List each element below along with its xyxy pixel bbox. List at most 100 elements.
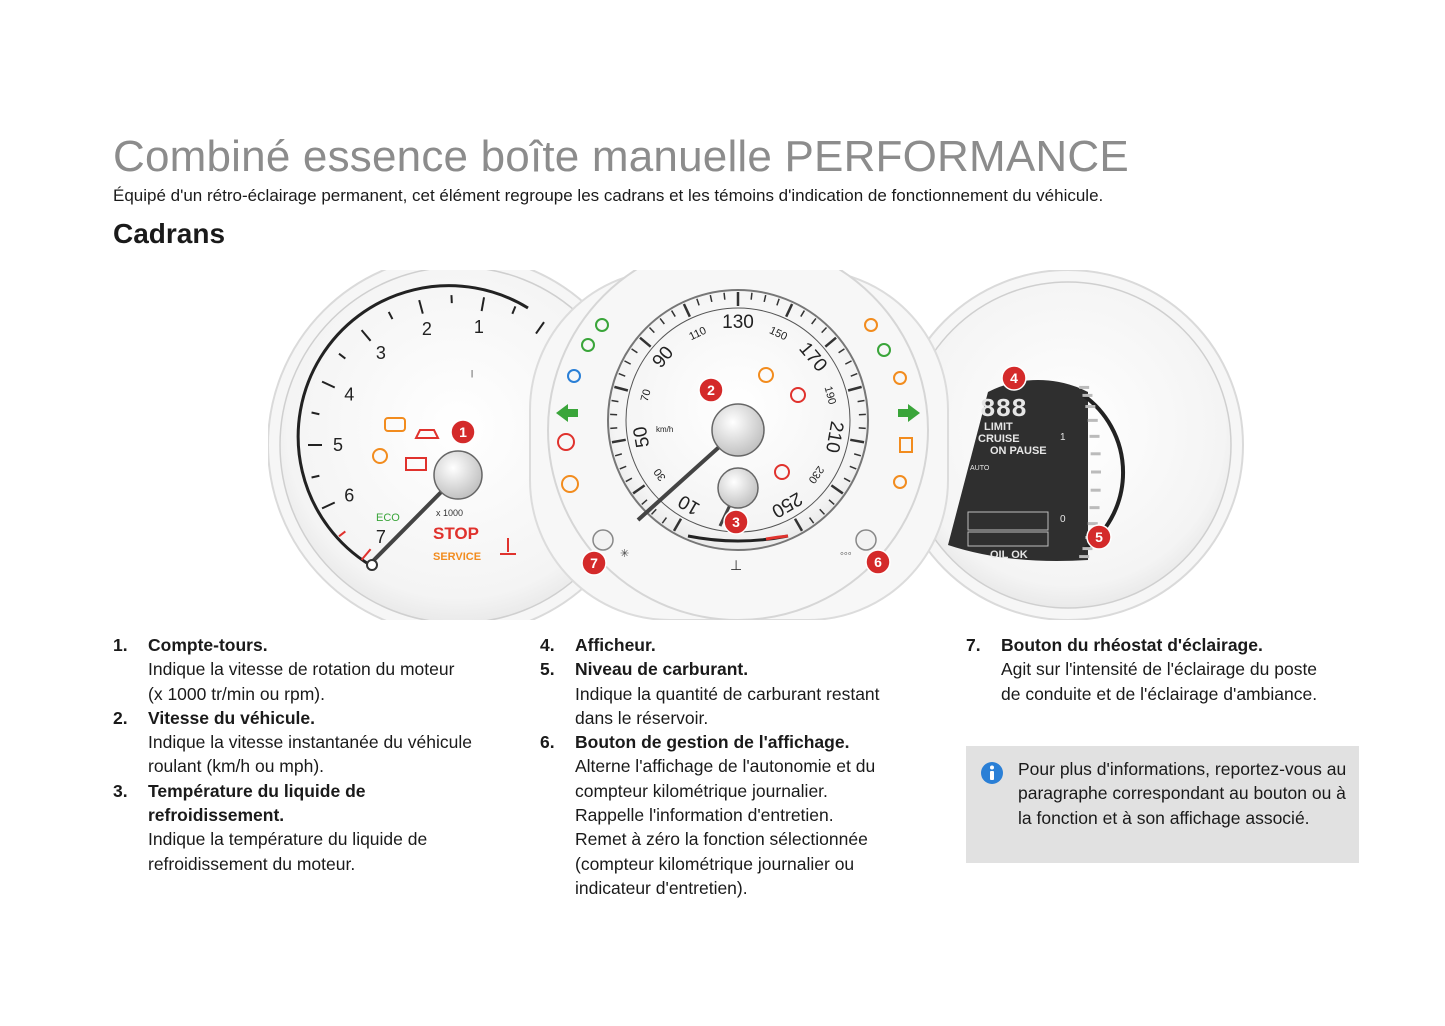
speed-tick: [776, 298, 780, 306]
tach-label: 4: [344, 384, 354, 404]
speed-tick: [624, 360, 632, 365]
eco-label: ECO: [376, 512, 400, 524]
speed-tick: [625, 477, 633, 483]
limit-label: LIMIT: [984, 421, 1013, 433]
legend-column-3: 7.Bouton du rhéostat d'éclairage.Agit su…: [966, 633, 1366, 706]
legend-item: 2.Vitesse du véhicule.Indique la vitesse…: [113, 706, 513, 779]
onpause-label: ON PAUSE: [990, 445, 1047, 457]
tach-label: 3: [376, 343, 386, 363]
seatbelt-warning-icon: [790, 387, 806, 403]
legend-item: 4.Afficheur.: [540, 633, 940, 657]
info-note: Pour plus d'informations, reportez-vous …: [966, 746, 1359, 863]
callout-6: 6: [865, 549, 891, 575]
page-title: Combiné essence boîte manuelle PERFORMAN…: [113, 132, 1129, 181]
rear-fog-icon: [864, 318, 878, 332]
fuel-gauge-low: 0: [1060, 514, 1066, 525]
speed-label: 70: [639, 388, 654, 403]
speed-tick: [838, 348, 845, 354]
display-management-button[interactable]: [855, 529, 877, 551]
legend-column-1: 1.Compte-tours.Indique la vitesse de rot…: [113, 633, 513, 876]
rheostat-icon: ✳: [620, 548, 629, 560]
tach-label: 1: [474, 317, 484, 337]
fuel-gauge-high: 1: [1060, 432, 1066, 443]
callout-circle: [1001, 365, 1027, 391]
callout-circle: [581, 550, 607, 576]
legend-item-description: (x 1000 tr/min ou rpm).: [148, 683, 325, 704]
section-heading: Cadrans: [113, 218, 226, 249]
speed-tick: [672, 518, 683, 532]
callout-5: 5: [1086, 524, 1112, 550]
dipped-beam-icon: [877, 343, 891, 357]
speed-tick: [844, 360, 852, 365]
legend-item-number: 2.: [113, 707, 128, 728]
info-icon: [981, 762, 1003, 784]
legend-item: 7.Bouton du rhéostat d'éclairage.Agit su…: [966, 633, 1366, 706]
speed-tick: [618, 372, 626, 377]
legend-item-description: de conduite et de l'éclairage d'ambiance…: [1001, 683, 1318, 704]
callout-circle: [450, 419, 476, 445]
speed-tick: [670, 310, 676, 317]
speed-tick: [850, 438, 865, 444]
legend-item: 3.Température du liquide de refroidissem…: [113, 779, 513, 876]
fuel-warning-icon: [899, 437, 913, 453]
door-warning-icon: [774, 464, 790, 480]
tach-tick: [338, 530, 346, 538]
display-digits: 888: [980, 394, 1027, 424]
front-fog-icon: [595, 318, 609, 332]
speed-tick: [648, 327, 655, 334]
speed-tick: [824, 336, 837, 348]
abs-warning-icon: [561, 475, 579, 493]
callout-circle: [723, 509, 749, 535]
legend-item-description: dans le réservoir.: [575, 707, 709, 728]
speed-tick: [857, 399, 865, 403]
legend-item-description: Indique la vitesse de rotation du moteur: [148, 659, 455, 680]
speed-tick: [709, 294, 713, 303]
rheostat-button[interactable]: [592, 529, 614, 551]
legend-item-description: Remet à zéro la fonction sélectionnée: [575, 829, 868, 850]
airbag-warning-icon: [893, 371, 907, 385]
speed-label: 30: [652, 466, 669, 483]
oil-warning-icon: [414, 429, 440, 439]
callout-circle: [1086, 524, 1112, 550]
speed-tick: [847, 385, 862, 392]
stop-label: STOP: [433, 524, 479, 543]
legend-item-description: (compteur kilométrique journalier ou: [575, 853, 855, 874]
speed-tick: [682, 303, 691, 318]
info-note-text: Pour plus d'informations, reportez-vous …: [1018, 759, 1347, 828]
battery-warning-icon: [405, 457, 427, 471]
speed-label: 190: [822, 385, 838, 406]
speed-tick: [631, 348, 638, 354]
callout-number: 5: [1095, 529, 1103, 545]
speed-tick: [696, 298, 700, 306]
legend-item: 5.Niveau de carburant.Indique la quantit…: [540, 657, 940, 730]
speed-tick: [750, 292, 753, 300]
tach-label: 6: [344, 486, 354, 506]
speed-tick: [819, 508, 826, 515]
tach-label: 2: [422, 319, 432, 339]
callout-circle: [698, 377, 724, 403]
speed-tick: [849, 465, 857, 470]
legend-item-description: Indique la quantité de carburant restant: [575, 683, 880, 704]
callout-number: 6: [874, 554, 882, 570]
tach-tick: [480, 297, 486, 312]
tach-tick: [387, 311, 394, 320]
legend-item-number: 7.: [966, 635, 981, 655]
side-light-icon: [581, 338, 595, 352]
speed-tick: [808, 517, 815, 524]
tach-tick: [338, 352, 346, 360]
speed-tick: [850, 372, 858, 377]
speed-tick: [611, 399, 619, 403]
speed-tick: [661, 517, 668, 524]
right-indicator-icon: [898, 404, 920, 422]
speed-tick: [639, 336, 652, 348]
legend-item-title: Afficheur.: [575, 635, 656, 655]
speed-tick: [830, 484, 844, 495]
coolant-hub: [717, 467, 759, 509]
callout-number: 2: [707, 382, 715, 398]
service-warning-icon: [758, 367, 774, 383]
cruise-label: CRUISE: [978, 433, 1020, 445]
callout-number: 4: [1010, 370, 1018, 386]
legend-column-2: 4.Afficheur.5.Niveau de carburant.Indiqu…: [540, 633, 940, 900]
